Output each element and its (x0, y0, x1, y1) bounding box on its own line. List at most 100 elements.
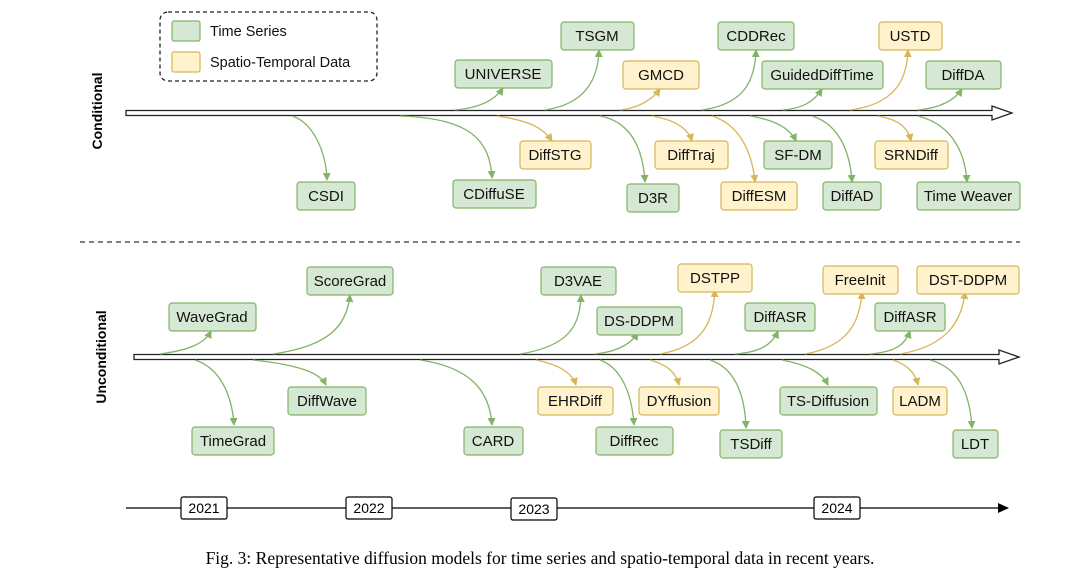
model-box-ts-diffusion (779, 386, 878, 416)
model-label-diffstg: DiffSTG (528, 147, 581, 164)
model-box-guideddifftime (761, 60, 884, 90)
model-label-sf-dm: SF-DM (774, 147, 822, 164)
connector-ds-ddpm (594, 332, 639, 355)
connector-card (419, 359, 496, 426)
conditional-timeline-arrow (125, 105, 1014, 121)
model-box-diffwave (287, 386, 367, 416)
model-label-universe: UNIVERSE (465, 66, 542, 83)
model-label-cdiffuse: CDiffuSE (463, 186, 524, 203)
model-box-dyffusion (638, 386, 720, 416)
row-label-unconditional: Unconditional (93, 310, 109, 403)
model-box-dst-ddpm (916, 265, 1020, 295)
connector-diffda (917, 88, 963, 111)
model-box-cdiffuse (452, 179, 537, 209)
model-label-timegrad: TimeGrad (200, 433, 266, 450)
connector-diffesm (711, 115, 759, 183)
year-label-2023: 2023 (518, 501, 549, 517)
model-box-dstpp (677, 263, 753, 293)
model-label-diffasr-2023: DiffASR (753, 309, 806, 326)
model-box-sf-dm (763, 140, 833, 170)
model-label-freeinit: FreeInit (835, 272, 887, 289)
model-label-csdi: CSDI (308, 188, 344, 205)
model-label-dyffusion: DYffusion (647, 393, 712, 410)
model-box-ds-ddpm (596, 306, 683, 336)
model-label-d3r: D3R (638, 190, 668, 207)
connector-difftraj (651, 115, 694, 142)
connector-ehrdiff (535, 359, 578, 386)
connector-tsdiff (709, 359, 750, 429)
year-box-2023 (510, 497, 558, 521)
model-box-scoregrad (306, 266, 394, 296)
year-box-2024 (813, 496, 861, 520)
model-label-ustd: USTD (890, 28, 931, 45)
year-label-2024: 2024 (821, 500, 852, 516)
year-box-2022 (345, 496, 393, 520)
model-box-diffda (925, 60, 1002, 90)
model-label-dstpp: DSTPP (690, 270, 740, 287)
year-label-2021: 2021 (188, 500, 219, 516)
legend-label-spatio-temporal: Spatio-Temporal Data (210, 55, 351, 71)
model-label-srndiff: SRNDiff (884, 147, 939, 164)
year-axis: 2021 2022 2023 2024 (126, 496, 1009, 521)
connector-diffwave (252, 359, 327, 386)
model-box-ldt (952, 429, 999, 459)
connector-freeinit (804, 291, 866, 355)
model-box-srndiff (874, 140, 949, 170)
model-box-diffrec (595, 426, 674, 456)
model-label-wavegrad: WaveGrad (176, 309, 247, 326)
model-label-diffasr-2024: DiffASR (883, 309, 936, 326)
model-label-scoregrad: ScoreGrad (314, 273, 387, 290)
connector-d3vae (519, 294, 585, 355)
connector-gmcd (619, 88, 661, 111)
model-label-diffad: DiffAD (830, 188, 873, 205)
model-label-ts-diffusion: TS-Diffusion (787, 393, 869, 410)
connector-dstpp (659, 289, 719, 355)
model-label-ehrdiff: EHRDiff (548, 393, 603, 410)
model-label-guideddifftime: GuidedDiffTime (770, 67, 873, 84)
model-label-tsdiff: TSDiff (730, 436, 772, 453)
connector-tsgm (544, 49, 603, 111)
model-box-universe (454, 59, 553, 89)
connector-diffrec (599, 359, 638, 426)
legend-swatch-time-series (171, 20, 201, 42)
model-label-card: CARD (472, 433, 515, 450)
connector-wavegrad (159, 330, 212, 355)
connector-ustd (849, 49, 912, 111)
model-label-dst-ddpm: DST-DDPM (929, 272, 1007, 289)
connector-guideddifftime (782, 88, 823, 111)
legend-label-time-series: Time Series (210, 24, 287, 40)
model-label-ldt: LDT (961, 436, 989, 453)
year-label-2022: 2022 (353, 500, 384, 516)
model-box-ustd (878, 21, 943, 51)
connector-ldt (929, 359, 976, 429)
model-label-time-weaver: Time Weaver (924, 188, 1012, 205)
connector-time-weaver (917, 115, 971, 183)
connector-srndiff (877, 115, 914, 142)
connector-dyffusion (649, 359, 682, 386)
model-label-ds-ddpm: DS-DDPM (604, 313, 674, 330)
model-box-tsgm (560, 21, 635, 51)
unconditional-connectors (159, 289, 976, 429)
year-box-2021 (180, 496, 228, 520)
model-box-diffstg (519, 140, 592, 170)
model-box-card (463, 426, 524, 456)
model-label-ladm: LADM (899, 393, 941, 410)
diffusion-timeline-diagram: Time Series Spatio-Temporal Data Conditi… (80, 11, 1021, 521)
model-label-diffwave: DiffWave (297, 393, 357, 410)
connector-diffstg (496, 115, 553, 142)
legend-swatch-spatio-temporal (171, 51, 201, 73)
legend-frame (159, 11, 378, 82)
model-box-freeinit (822, 265, 899, 295)
model-label-tsgm: TSGM (575, 28, 618, 45)
model-box-diffasr-2023 (744, 302, 816, 332)
model-box-csdi (296, 181, 356, 211)
model-label-diffda: DiffDA (941, 67, 984, 84)
model-label-diffesm: DiffESM (732, 188, 787, 205)
conditional-connectors (291, 49, 971, 183)
model-box-tsdiff (719, 429, 783, 459)
model-box-gmcd (622, 60, 700, 90)
unconditional-timeline-arrow (133, 349, 1021, 365)
model-box-diffesm (720, 181, 798, 211)
connector-diffasr-2023 (734, 330, 779, 355)
connector-timegrad (194, 359, 238, 426)
